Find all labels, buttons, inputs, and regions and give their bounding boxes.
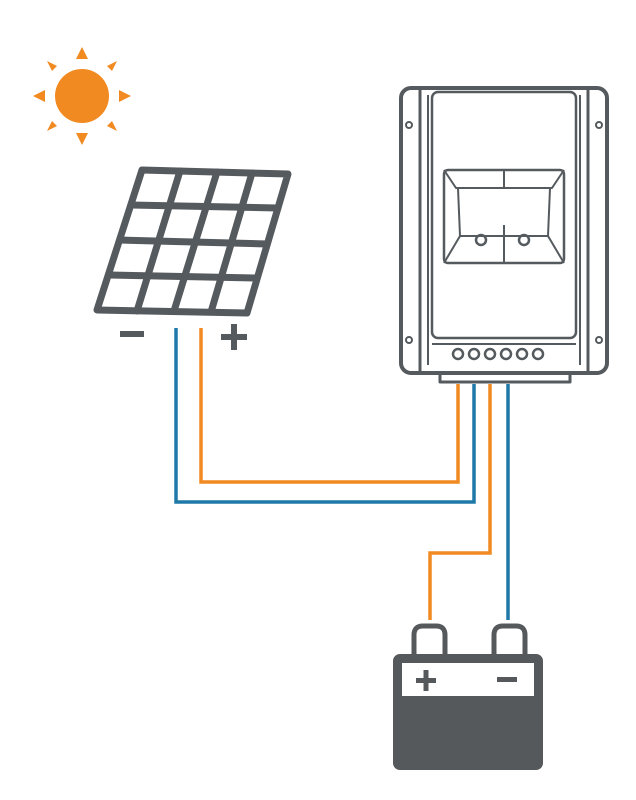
- panel-positive-sign: [221, 324, 247, 350]
- controller-terminals: [451, 347, 545, 361]
- panel-negative-sign: [120, 331, 144, 337]
- battery-negative-sign: [497, 677, 517, 682]
- battery-positive-sign: [416, 670, 436, 691]
- battery-positive-wire: [428, 384, 492, 620]
- panel-positive-wire: [199, 328, 460, 484]
- sun-icon: [33, 47, 131, 145]
- panel-negative-wire: [174, 328, 476, 504]
- charge-controller-icon: [399, 86, 609, 384]
- solar-panel-icon: [93, 166, 292, 317]
- panel-negative-label: −: [132, 342, 133, 344]
- battery-icon: [393, 623, 543, 770]
